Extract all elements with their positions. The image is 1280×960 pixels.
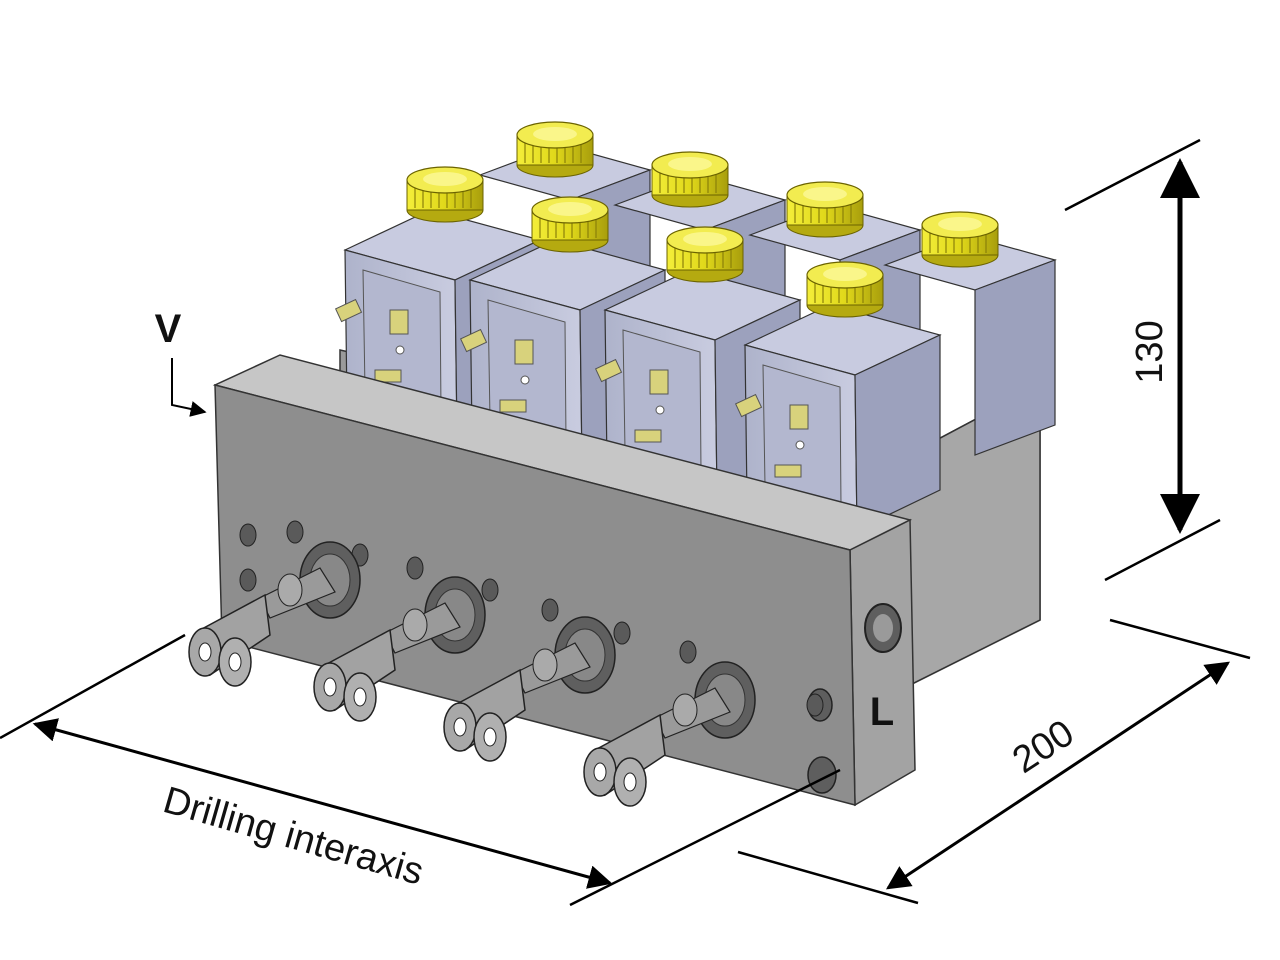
view-marker: V — [155, 307, 182, 351]
depth-label: 200 — [1005, 712, 1081, 782]
knurled-knob-icon — [651, 151, 729, 208]
spacing-dimension — [32, 718, 613, 889]
knurled-knob-icon — [921, 211, 999, 268]
port-marker: L — [870, 690, 894, 734]
clevis-fitting-icon — [188, 541, 361, 687]
solenoid-coil-icon — [734, 261, 942, 531]
height-label: 130 — [1129, 320, 1171, 383]
clevis-fitting-icon — [583, 661, 756, 807]
dimension-lines — [0, 138, 1251, 907]
knurled-knob-icon — [406, 166, 484, 223]
clevis-fitting-icon — [313, 576, 486, 722]
knurled-knob-icon — [806, 261, 884, 318]
knurled-knob-icon — [531, 196, 609, 253]
solenoid-coils — [334, 121, 1057, 531]
knurled-knob-icon — [786, 181, 864, 238]
coil-back — [883, 211, 1057, 456]
arrow-icon — [171, 358, 207, 417]
knurled-knob-icon — [516, 121, 594, 178]
depth-dimension — [885, 661, 1231, 890]
knurled-knob-icon — [666, 226, 744, 283]
